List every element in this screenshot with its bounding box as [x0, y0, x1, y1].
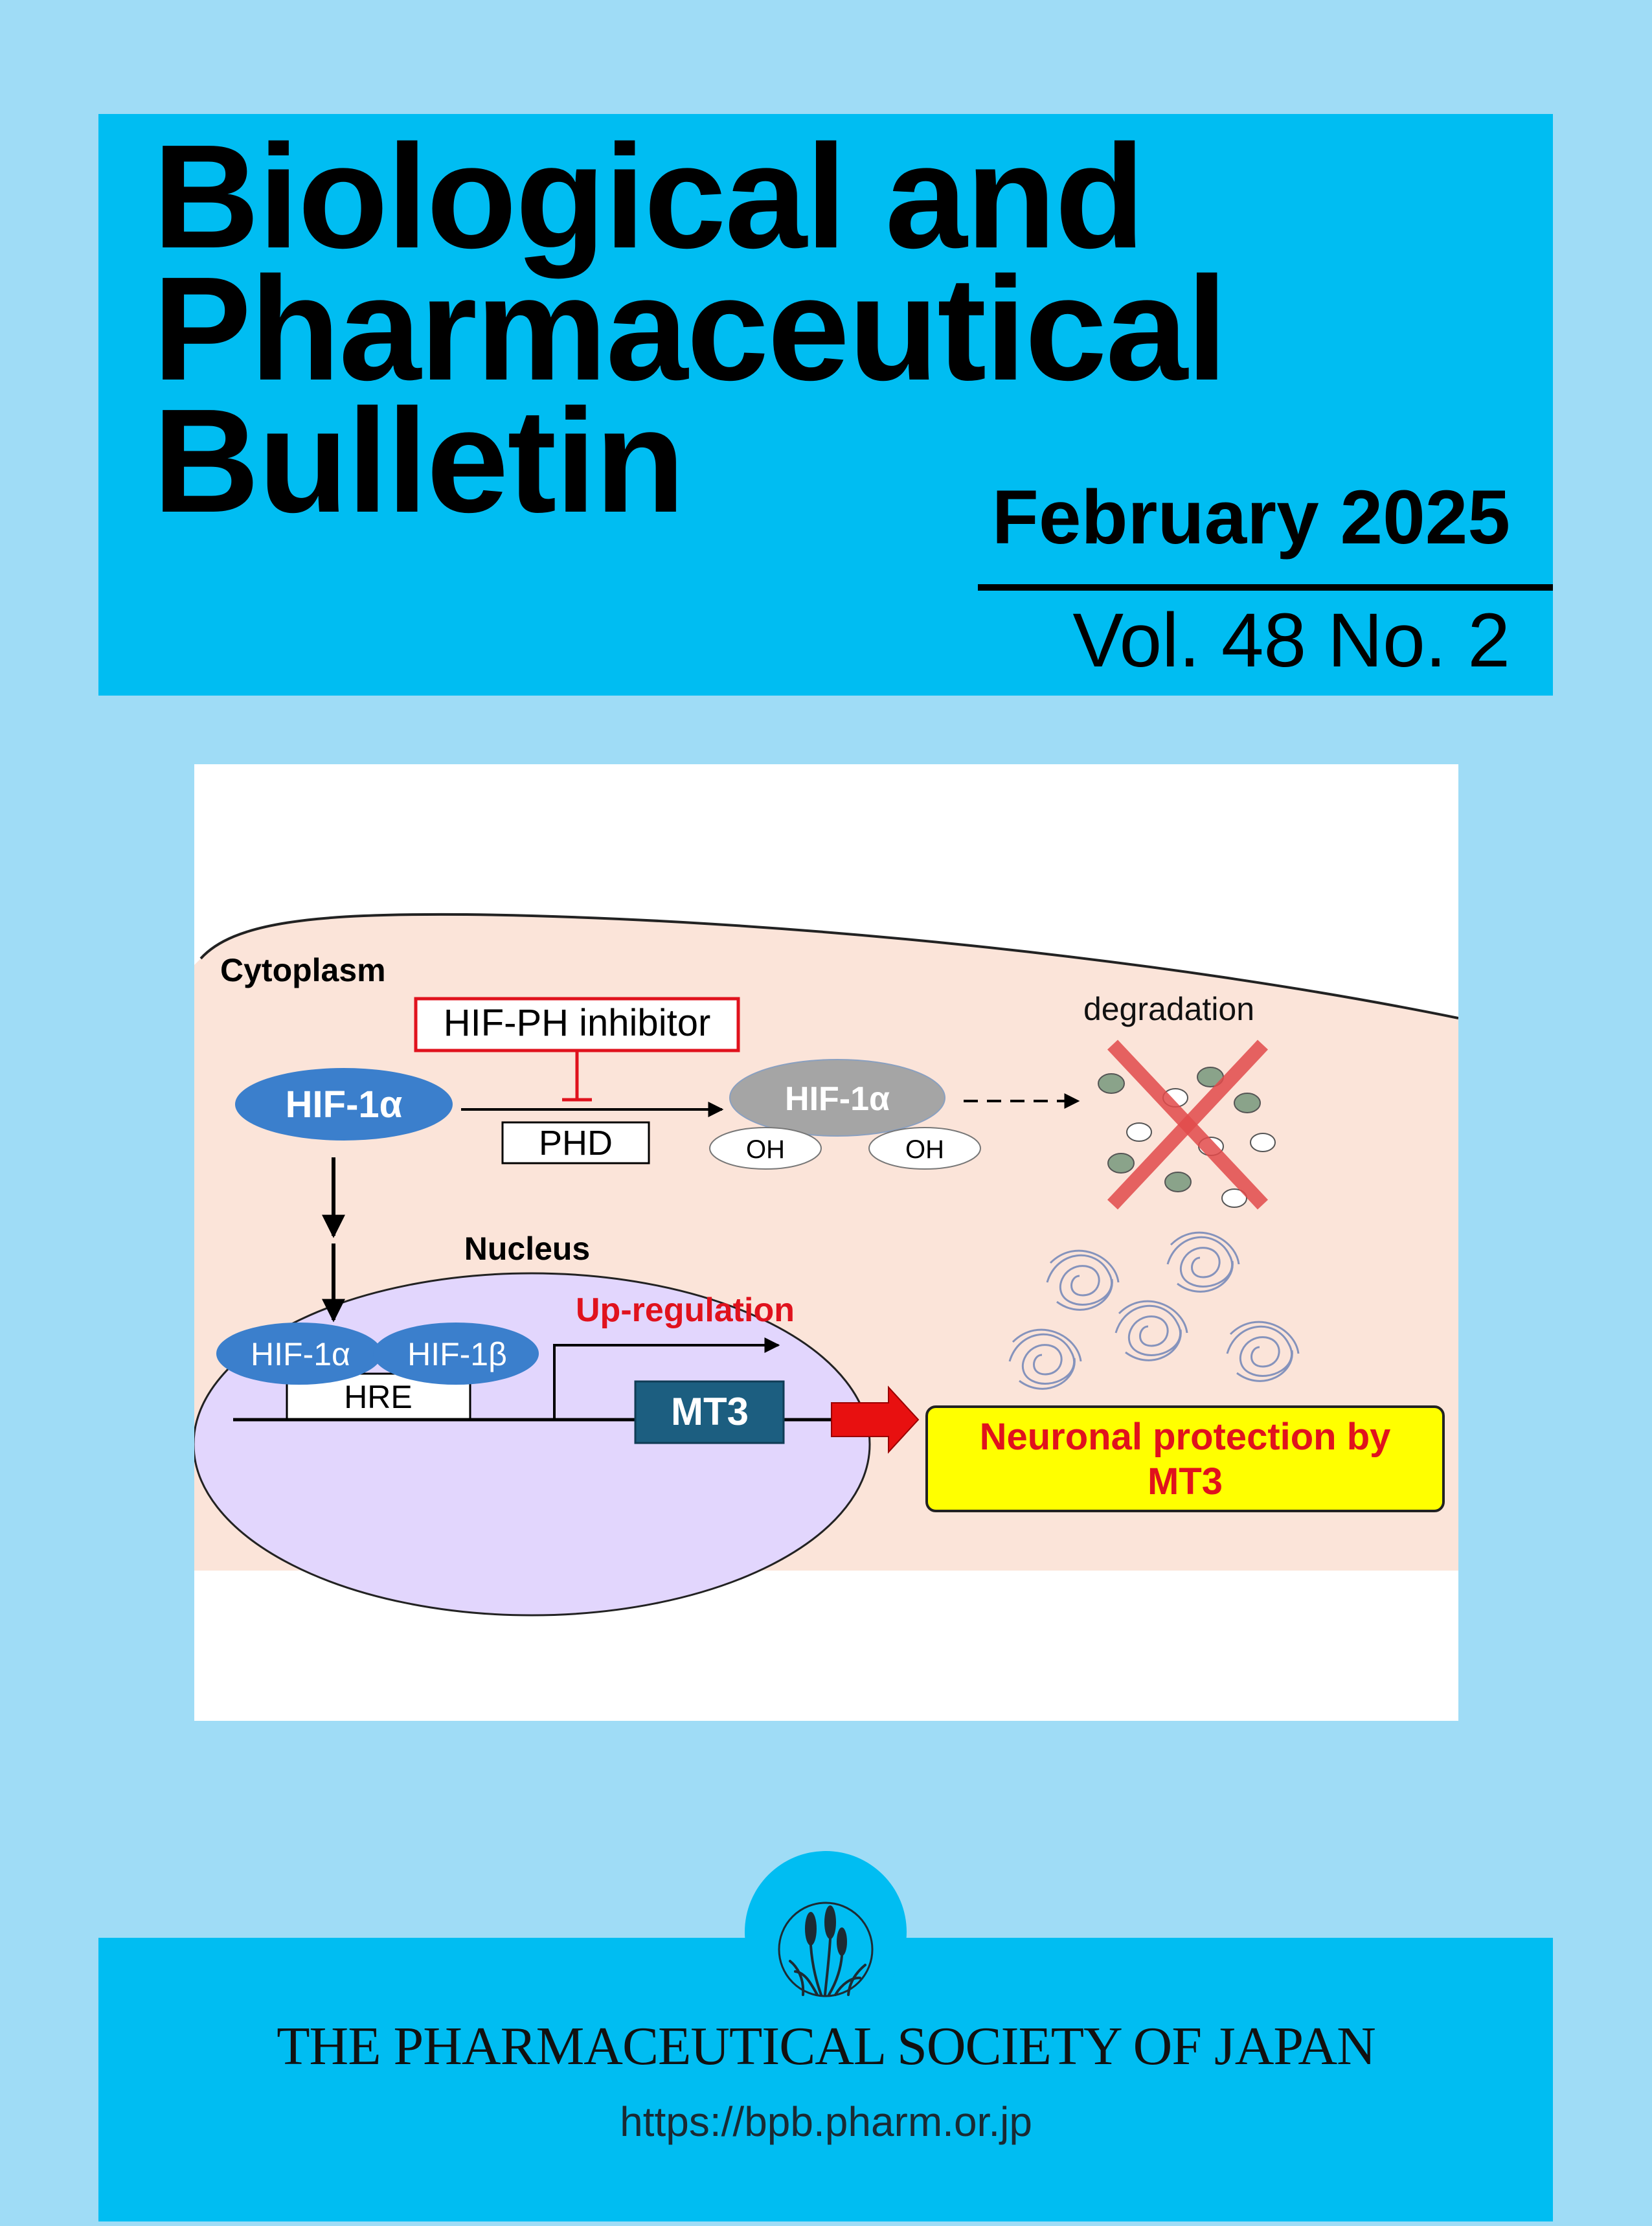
outcome-line-2: MT3: [1148, 1460, 1223, 1503]
oh-label-left: OH: [746, 1135, 785, 1164]
journal-title-line-3: Bulletin: [153, 379, 685, 543]
protein-aggregate-icon: [1008, 1231, 1300, 1390]
hif1a-hydroxylated-label: HIF-1α: [785, 1080, 890, 1118]
hif1a-nucleus-node: [216, 1323, 382, 1385]
degradation-label: degradation: [1083, 991, 1254, 1027]
cattail-emblem-icon: [778, 1902, 874, 1997]
journal-title: Biological and Pharmaceutical Bulletin: [153, 115, 1228, 543]
outcome-line-1: Neuronal protection by: [980, 1416, 1391, 1458]
outcome-box: [925, 1405, 1445, 1512]
phd-box: [501, 1121, 650, 1164]
hif1a-cytoplasm-node: [235, 1068, 453, 1141]
phd-label: PHD: [539, 1124, 613, 1163]
oh-group-right: [868, 1127, 981, 1170]
nucleus-label: Nucleus: [464, 1231, 591, 1267]
pathway-diagram: Cytoplasm HIF-PH inhibitor HIF-1α PHD HI…: [194, 913, 1458, 1617]
hif1b-label: HIF-1β: [407, 1336, 507, 1372]
hif1b-node: [373, 1323, 539, 1385]
issue-date: February 2025: [991, 475, 1510, 560]
society-emblem: [745, 1851, 907, 2013]
arrow-icon: [831, 1385, 920, 1454]
hif1a-cytoplasm-label: HIF-1α: [286, 1084, 403, 1126]
upregulation-label: Up-regulation: [576, 1291, 795, 1329]
issue-volume: Vol. 48 No. 2: [1072, 598, 1510, 683]
hre-label: HRE: [344, 1379, 413, 1415]
oh-group-left: [709, 1127, 822, 1170]
journal-title-line-2: Pharmaceutical: [153, 247, 1228, 411]
issue-divider: [978, 584, 1553, 591]
journal-title-line-1: Biological and: [153, 115, 1145, 279]
mt3-gene-box: [634, 1380, 785, 1444]
x-cross-icon: [1107, 1039, 1269, 1210]
inhibitor-label: HIF-PH inhibitor: [444, 1002, 711, 1044]
society-url[interactable]: https://bpb.pharm.or.jp: [620, 2098, 1032, 2145]
cover-header-band: Biological and Pharmaceutical Bulletin F…: [98, 114, 1553, 696]
hif1a-nucleus-label: HIF-1α: [251, 1336, 350, 1372]
hif1a-hydroxylated-node: [729, 1059, 945, 1137]
upregulation-arrow: [553, 1337, 780, 1420]
oh-label-right: OH: [905, 1135, 944, 1164]
mt3-gene-label: MT3: [671, 1390, 749, 1433]
cover-figure: Cytoplasm HIF-PH inhibitor HIF-1α PHD HI…: [194, 764, 1458, 1721]
society-name: THE PHARMACEUTICAL SOCIETY OF JAPAN: [277, 2016, 1375, 2076]
cell-membrane-line: [199, 913, 1458, 1019]
cytoplasm-label: Cytoplasm: [220, 952, 386, 988]
